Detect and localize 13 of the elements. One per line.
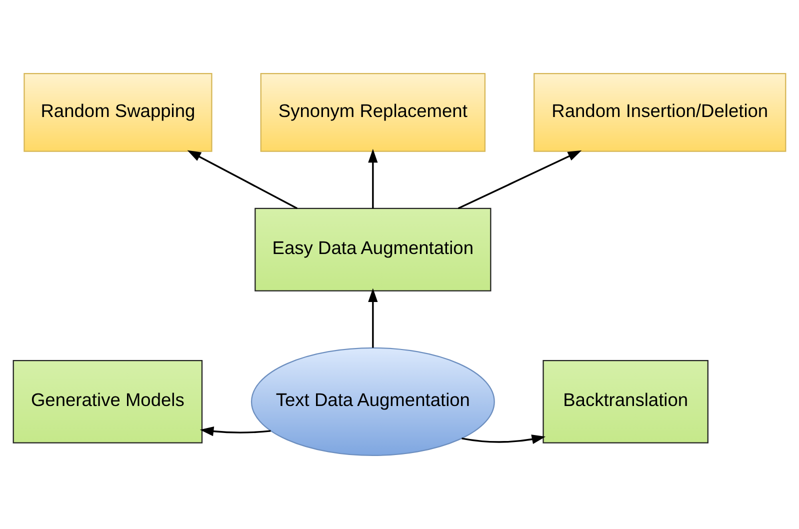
node-box: Backtranslation [542, 360, 708, 444]
node-box: Easy Data Augmentation [254, 208, 492, 292]
node-box: Synonym Replacement [260, 73, 486, 152]
arrow [368, 288, 378, 348]
arrow [187, 150, 298, 210]
node-box: Random Insertion/Deletion [534, 73, 786, 152]
node-box: Generative Models [12, 360, 203, 444]
node-box: Random Swapping [24, 73, 212, 152]
node-ellipse: Text Data Augmentation [250, 347, 495, 456]
arrow [368, 148, 378, 208]
arrow [458, 150, 582, 210]
arrow [462, 434, 546, 444]
arrow [200, 426, 271, 436]
